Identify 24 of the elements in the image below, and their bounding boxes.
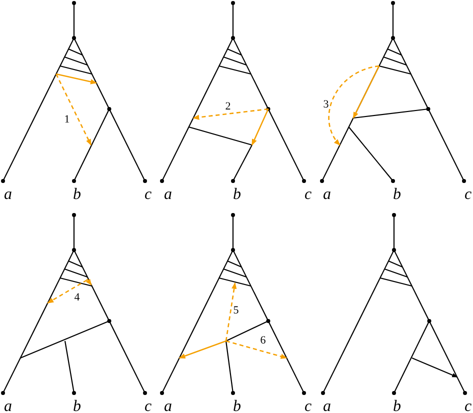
taxon-label: b xyxy=(73,187,81,203)
taxon-label: b xyxy=(393,399,401,413)
taxon-label: a xyxy=(4,399,12,413)
taxon-label: c xyxy=(464,187,472,203)
event-number: 5 xyxy=(233,306,239,316)
event-number: 4 xyxy=(74,292,80,304)
taxon-label: c xyxy=(304,187,312,203)
taxon-label: b xyxy=(233,399,241,413)
taxon-label: b xyxy=(233,187,241,203)
taxon-label: c xyxy=(464,399,472,413)
taxon-label: a xyxy=(164,399,172,413)
event-number: 3 xyxy=(323,100,329,110)
taxon-label: b xyxy=(73,399,81,413)
taxon-label: a xyxy=(323,399,331,413)
taxon-label: c xyxy=(144,187,152,203)
taxon-label: a xyxy=(4,187,12,203)
taxon-label: c xyxy=(304,399,312,413)
event-number: 2 xyxy=(225,102,231,112)
taxon-label: b xyxy=(393,187,401,203)
event-number: 6 xyxy=(260,336,266,346)
event-number: 1 xyxy=(64,114,70,126)
taxon-label: a xyxy=(164,187,172,203)
taxon-label: a xyxy=(323,187,331,203)
taxon-label: c xyxy=(144,399,152,413)
